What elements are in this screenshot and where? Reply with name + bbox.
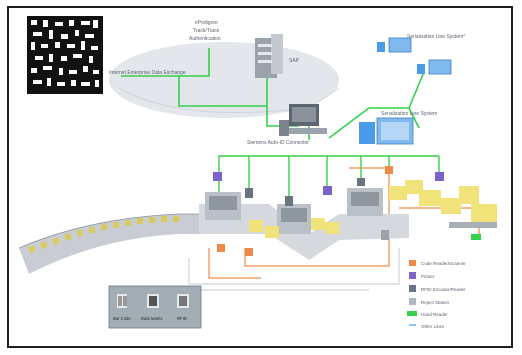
panel-label-datamatrix: Data Matrix — [141, 316, 163, 321]
legend: Code Reader/Scanner Printer RFID Encoder… — [407, 260, 466, 329]
legend-item-scanner: Code Reader/Scanner — [421, 261, 466, 266]
cloud-line3-label: Authentication — [189, 36, 221, 42]
barcode-icon — [117, 294, 127, 308]
diagram-frame: SAP ePedigree Track/Trace Authentication… — [7, 6, 513, 348]
legend-item-rfid: RFID Encoder/Reader — [421, 287, 466, 292]
cloud-top-label: ePedigree — [195, 20, 218, 26]
code-type-panel: Bar Code Data Matrix RFID — [108, 285, 202, 329]
cloud-left-label: Internet Enterprise Data Exchange — [109, 70, 186, 76]
server-icon — [255, 34, 283, 78]
qr-code — [25, 14, 105, 96]
cloud-server-label: SAP — [289, 58, 300, 64]
cloud-line2-label: Track/Trace — [193, 28, 220, 34]
panel-label-rfid: RFID — [177, 316, 187, 321]
scanner-icon — [409, 260, 416, 266]
serialization-diagram: SAP ePedigree Track/Trace Authentication… — [18, 14, 497, 329]
pc-icon — [279, 104, 327, 136]
panel-label-barcode: Bar Code — [113, 316, 131, 321]
printer-icon — [409, 272, 416, 279]
legend-item-hand-reader: Hand Reader — [421, 312, 448, 317]
pc-label: Siemens Auto-ID Connector — [247, 140, 309, 146]
rfid-icon — [409, 285, 416, 292]
line-system-label-2: Serialization Line System — [381, 111, 437, 117]
legend-item-reject: Reject Station — [421, 300, 450, 305]
network-lines-devices — [218, 155, 440, 198]
line-system-label-1: Serialization Line System* — [407, 34, 465, 40]
reject-icon — [409, 298, 416, 305]
conveyor-belt — [18, 213, 209, 274]
legend-item-other-lines: Other Lines — [421, 324, 445, 329]
packaging-line — [199, 180, 497, 260]
line-system-monitors-top — [377, 37, 452, 75]
hmi-panel-icon — [359, 117, 414, 145]
gray-lines — [129, 248, 400, 291]
hand-reader-icon — [407, 311, 417, 316]
legend-item-printer: Printer — [421, 274, 435, 279]
line-devices — [213, 166, 481, 256]
